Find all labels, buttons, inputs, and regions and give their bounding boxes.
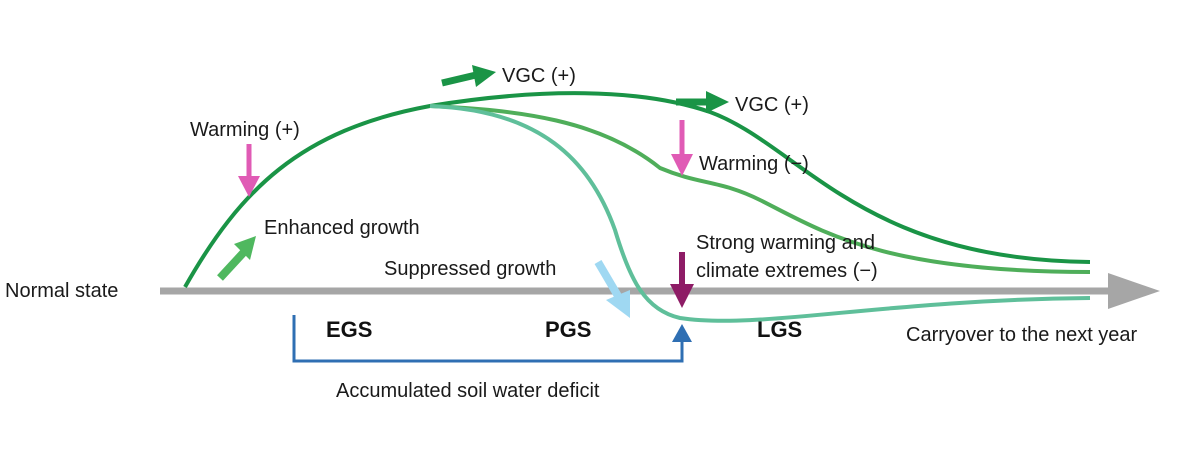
strong-warming-label-line1: Strong warming and — [696, 232, 875, 254]
soil-water-deficit-bracket — [292, 315, 692, 363]
phase-lgs-label: LGS — [757, 317, 802, 342]
suppressed-growth-label: Suppressed growth — [384, 258, 556, 280]
arrow-down-icon — [238, 144, 260, 197]
arrow-up-icon — [672, 324, 692, 342]
warming-positive-label: Warming (+) — [190, 119, 300, 141]
normal-state-label: Normal state — [5, 280, 118, 302]
strong-warming-label-line2: climate extremes (−) — [696, 260, 878, 282]
vgc-positive-label-2: VGC (+) — [735, 94, 809, 116]
arrow-right-icon — [441, 65, 496, 87]
enhanced-growth-label: Enhanced growth — [264, 217, 420, 239]
curve-enhanced-growth — [183, 91, 1091, 288]
accumulated-deficit-label: Accumulated soil water deficit — [336, 380, 600, 402]
arrow-down-icon — [671, 120, 693, 176]
carryover-label: Carryover to the next year — [906, 324, 1138, 346]
warming-negative-label: Warming (−) — [699, 153, 809, 175]
arrow-up-right-icon — [217, 236, 256, 281]
vgc-positive-label-1: VGC (+) — [502, 65, 576, 87]
phase-egs-label: EGS — [326, 317, 372, 342]
arrow-down-icon — [670, 252, 694, 308]
arrow-down-right-icon — [594, 259, 630, 318]
curve-warming-negative — [429, 104, 1091, 274]
baseline-arrowhead — [1108, 273, 1160, 309]
curve-suppressed-growth — [429, 104, 1091, 323]
phase-pgs-label: PGS — [545, 317, 591, 342]
arrow-right-icon — [676, 91, 729, 113]
